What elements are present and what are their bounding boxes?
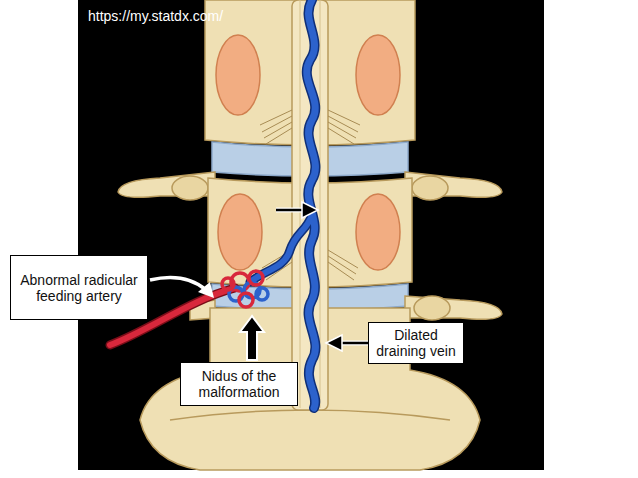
watermark-url: https://my.statdx.com/: [88, 8, 223, 24]
callout-text: Dilated draining vein: [373, 327, 459, 359]
vertebral-column: [118, 0, 502, 470]
spinal-cord: [292, 0, 328, 410]
malformation-nidus: [222, 271, 268, 307]
callout-box: Nidus of the malformation: [180, 362, 298, 406]
black-panel: [78, 0, 544, 470]
callout-box: Abnormal radicular feeding artery: [10, 255, 148, 320]
callout-text: Nidus of the malformation: [185, 368, 293, 400]
pointer-arrows: [150, 202, 372, 360]
callout-text: Abnormal radicular feeding artery: [15, 272, 143, 304]
callout-box: Dilated draining vein: [368, 322, 464, 364]
